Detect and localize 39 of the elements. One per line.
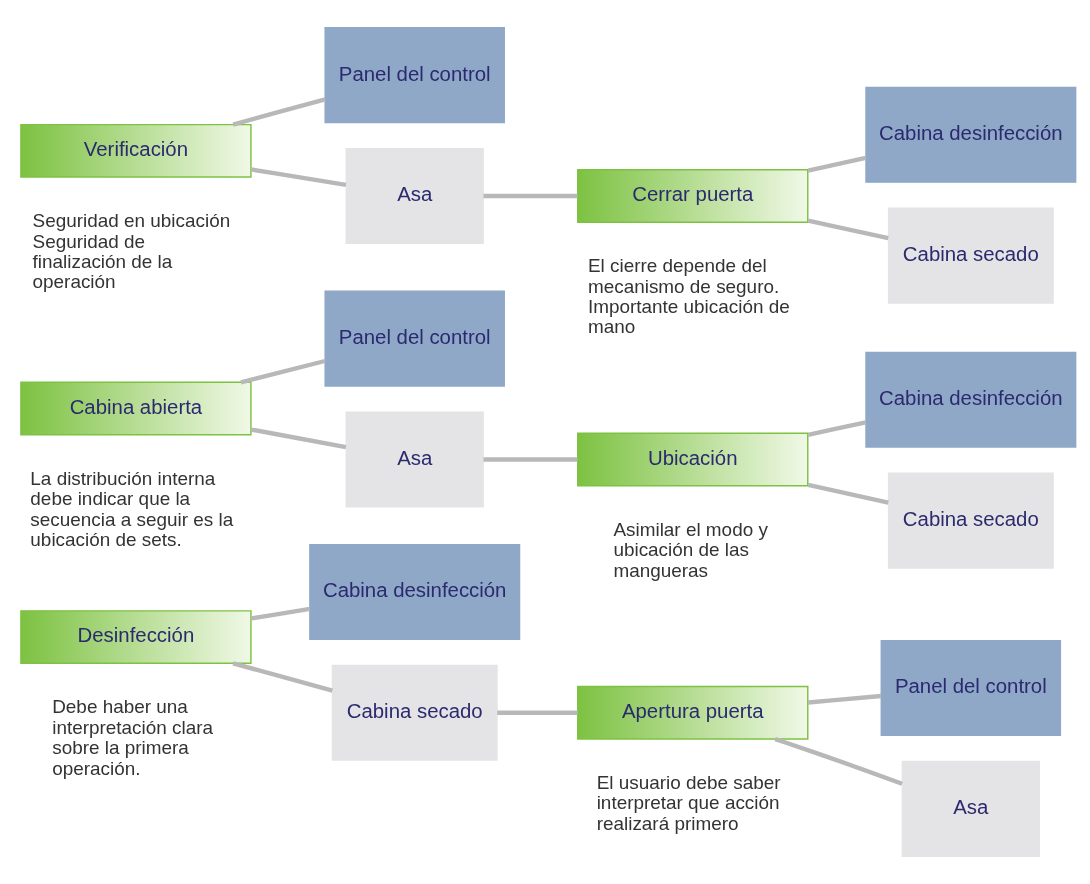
node-box: Panel del control — [324, 27, 505, 124]
connector — [774, 737, 903, 786]
connector — [807, 420, 867, 437]
node-label: La distribución interna debe indicar que la secuencia a seguir es la ubicación de sets. — [30, 467, 234, 550]
node-box: Verificación — [20, 123, 252, 178]
connector — [232, 661, 333, 693]
node-box: Asa — [345, 411, 484, 508]
connector — [240, 358, 326, 385]
connector — [807, 693, 882, 705]
node-box: Apertura puerta — [577, 685, 809, 740]
connector — [250, 167, 347, 188]
connector — [483, 193, 578, 199]
node-box: Desinfección — [20, 610, 252, 664]
node-label: Seguridad en ubicación Seguridad de finalización de la operación — [32, 210, 231, 293]
node-box: Asa — [345, 147, 484, 244]
connector — [807, 218, 889, 241]
node-box: Cabina secado — [887, 472, 1054, 569]
node-box: Panel del control — [324, 290, 505, 387]
connector — [497, 710, 578, 715]
node-label: El usuario debe saber interpretar que acción realizará primero — [596, 772, 781, 834]
node-label: El cierre depende del mecanismo de seguro. Importante ubicación de mano — [587, 255, 790, 338]
connector — [250, 606, 311, 621]
node-label: Asimilar el modo y ubicación de las mangueras — [613, 518, 768, 581]
node-box: Panel del control — [880, 640, 1062, 737]
node-box: Cabina desinfección — [865, 86, 1077, 183]
connector — [232, 97, 326, 127]
node-label: Debe haber una interpretación clara sobre la primera operación. — [52, 696, 214, 779]
node-box: Cabina desinfección — [309, 543, 521, 640]
connector — [807, 155, 867, 173]
node-box: Cabina abierta — [20, 381, 252, 436]
node-box: Cabina secado — [887, 207, 1054, 304]
connector — [807, 482, 889, 505]
connector — [483, 457, 578, 462]
node-box: Cabina desinfección — [865, 351, 1077, 448]
node-box: Ubicación — [577, 432, 809, 487]
node-box: Cerrar puerta — [577, 169, 809, 223]
connector — [250, 427, 347, 450]
node-box: Asa — [901, 760, 1040, 857]
node-box: Cabina secado — [331, 664, 498, 761]
